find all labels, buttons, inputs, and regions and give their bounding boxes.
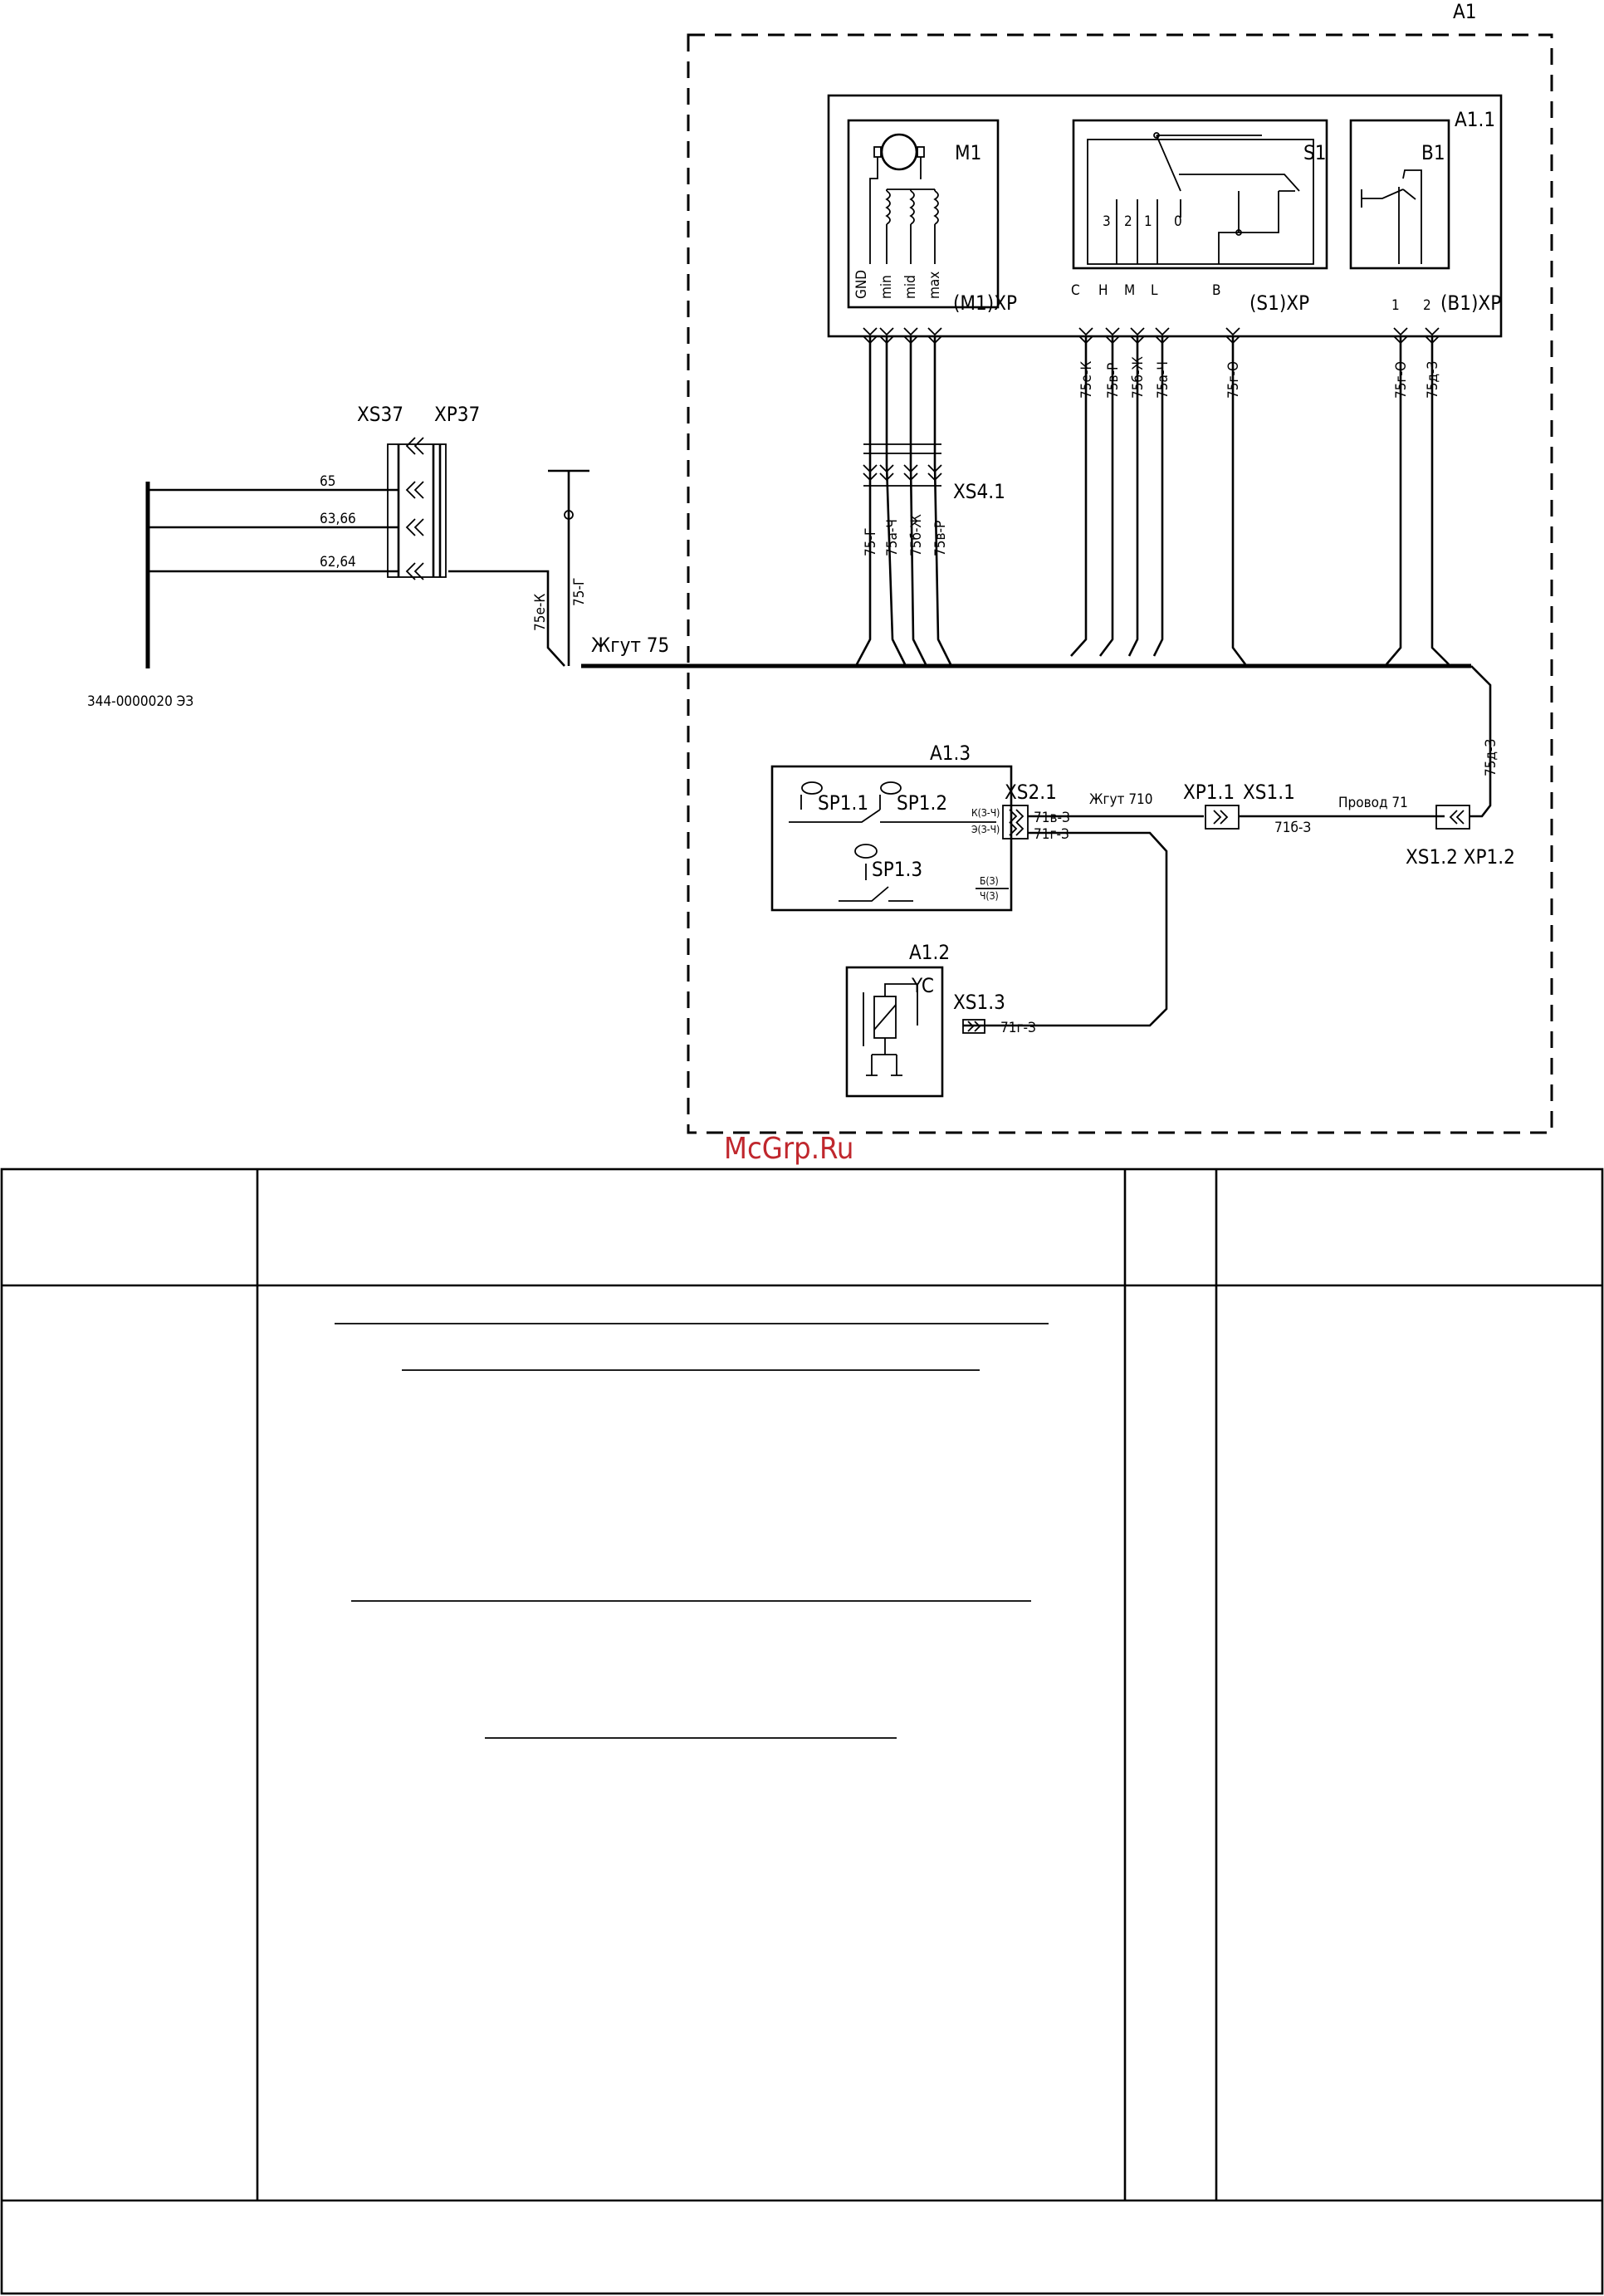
bottom-table: [0, 1168, 1604, 2295]
xs1-3-label: XS1.3: [953, 991, 1005, 1014]
xs1-1-label: XS1.1: [1243, 781, 1295, 804]
a1-label: A1: [1453, 0, 1477, 23]
pin-k-z-ch: К(З-Ч): [971, 807, 1000, 819]
wire-75d-z-right: 75д-З: [1483, 739, 1499, 776]
sensor-b1: B1: [1349, 119, 1450, 270]
wire-71g-z: 71г-З: [1034, 826, 1069, 843]
switch-pin-l: L: [1151, 282, 1158, 299]
xs2-1-label: XS2.1: [1005, 781, 1057, 804]
ground-wire-label: 75-Г: [571, 578, 588, 606]
xs1-2-xp1-2-label: XS1.2 XP1.2: [1406, 845, 1515, 869]
wire-71v-z: 71в-З: [1034, 810, 1070, 826]
wire-75d-z-top: 75д-З: [1425, 361, 1441, 399]
switch-s1-label: S1: [1303, 141, 1326, 164]
left-wire-label: 75е-К: [532, 594, 549, 631]
wire-75b-zh-top: 75б-Ж: [1130, 356, 1147, 399]
switch-pin-b: B: [1212, 282, 1221, 299]
wire-75g-o-top: 75г-О: [1225, 361, 1242, 399]
motor-pin-mid: mid: [902, 275, 919, 299]
wire-62-64-label: 62,64: [320, 554, 356, 570]
xs4-wire-75-g: 75-Г: [863, 528, 879, 556]
a1-1-module: [827, 94, 1503, 338]
harness-75-label: Жгут 75: [591, 634, 669, 657]
sensor-pin-1: 1: [1391, 297, 1400, 314]
harness-710-label: Жгут 710: [1089, 791, 1153, 808]
a1-2-block: A1.2 YC: [845, 941, 950, 1098]
motor-m1: M1 GND min mid max: [847, 119, 1000, 309]
switch-pin-c: C: [1071, 282, 1080, 299]
a1-2-label: A1.2: [909, 941, 950, 964]
wire-75e-k-top: 75е-К: [1078, 361, 1095, 399]
xs4-wire-75a-ch: 75а-Ч: [884, 519, 901, 556]
switch-pos-3: 3: [1103, 213, 1111, 230]
a1-dashed-boundary: [687, 33, 1553, 1134]
pin-ch-z: Ч(З): [980, 890, 999, 902]
pin-e-z-ch: Э(З-Ч): [971, 824, 1000, 835]
switch-pos-1: 1: [1144, 213, 1152, 230]
xs4-wire-75b-zh: 75б-Ж: [908, 514, 925, 556]
part-number-label: 344-0000020 ЭЗ: [87, 693, 193, 710]
a1-3-block: A1.3 SP1.1 SP1.2 SP1.3 К(З-Ч) Э(З-Ч) Б(З…: [770, 742, 1013, 912]
connector-chevrons: [863, 327, 1440, 482]
switch-connector-label: (S1)XP: [1249, 291, 1309, 315]
a1-3-label: A1.3: [930, 742, 971, 765]
wire-71b-z: 71б-З: [1274, 820, 1311, 836]
wire-75g-o-sensor: 75г-О: [1393, 361, 1410, 399]
sp1-3-label: SP1.3: [872, 858, 922, 881]
switch-pos-0: 0: [1174, 213, 1182, 230]
wire-75a-ch-top: 75а-Ч: [1155, 361, 1171, 399]
yc-label: YC: [911, 974, 934, 997]
xp1-1-label: XP1.1: [1183, 781, 1235, 804]
motor-m1-label: M1: [955, 141, 981, 164]
xs4-wire-75v-r: 75в-Р: [932, 521, 949, 556]
module-conductors: [855, 336, 1450, 665]
wire-75v-r-top: 75в-Р: [1105, 363, 1122, 399]
sensor-pin-2: 2: [1423, 297, 1431, 314]
wire-71g-z-lower: 71г-З: [1000, 1020, 1036, 1036]
xp37-label: XP37: [434, 403, 480, 426]
motor-connector-label: (M1)XP: [953, 291, 1017, 315]
sp1-1-label: SP1.1: [818, 791, 868, 815]
xs37-connector: XS37 XP37: [357, 403, 480, 580]
switch-pin-h: H: [1098, 282, 1108, 299]
sp1-2-label: SP1.2: [897, 791, 947, 815]
xs4-1-label: XS4.1: [953, 480, 1005, 503]
motor-pin-max: max: [927, 272, 943, 299]
switch-s1: S1 3 2 1 0: [1072, 119, 1328, 270]
motor-pin-gnd: GND: [853, 270, 870, 299]
motor-icon: [880, 133, 918, 171]
provod-71-label: Провод 71: [1338, 795, 1408, 811]
xs37-label: XS37: [357, 403, 403, 426]
switch-pos-2: 2: [1124, 213, 1132, 230]
wire-63-66-label: 63,66: [320, 511, 356, 527]
sensor-b1-label: B1: [1421, 141, 1445, 164]
watermark: McGrp.Ru: [724, 1132, 853, 1166]
pin-b-z: Б(З): [980, 875, 999, 887]
a1-1-label: A1.1: [1455, 108, 1495, 131]
sensor-connector-label: (B1)XP: [1440, 291, 1501, 315]
switch-pin-m: M: [1124, 282, 1135, 299]
wire-65-label: 65: [320, 473, 335, 490]
motor-pin-min: min: [878, 275, 895, 299]
